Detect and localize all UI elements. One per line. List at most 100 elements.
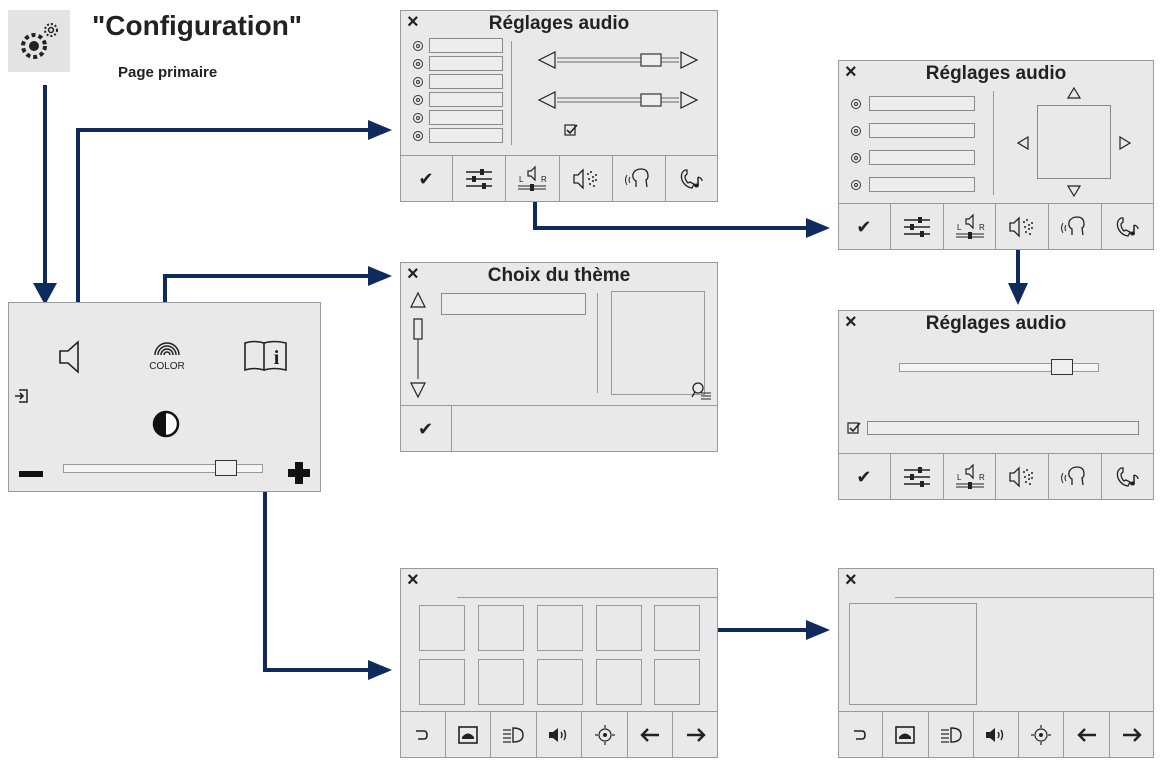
back-icon xyxy=(854,730,866,740)
arrow-left-icon[interactable] xyxy=(1017,136,1029,150)
headlight-button[interactable] xyxy=(491,712,537,758)
confirm-button[interactable]: ✔ xyxy=(838,454,891,500)
voice-button[interactable] xyxy=(1049,454,1103,500)
color-button[interactable]: COLOR xyxy=(137,333,197,373)
balance-button[interactable]: L R xyxy=(944,454,997,500)
slider-thumb[interactable] xyxy=(1051,359,1073,375)
option-field[interactable] xyxy=(869,177,975,192)
confirm-button[interactable]: ✔ xyxy=(838,204,891,250)
slider-thumb[interactable] xyxy=(215,460,237,476)
radio-button[interactable] xyxy=(413,41,423,51)
option-field[interactable] xyxy=(869,123,975,138)
arrow-down-icon[interactable] xyxy=(1067,185,1081,197)
arrow-right-icon[interactable] xyxy=(1119,136,1131,150)
book-info-icon[interactable]: i xyxy=(242,339,290,373)
dashboard-button[interactable] xyxy=(883,712,929,758)
ringtone-button[interactable] xyxy=(1102,454,1154,500)
settings-button[interactable] xyxy=(582,712,628,758)
horizontal-slider-2[interactable] xyxy=(537,89,699,111)
radio-button[interactable] xyxy=(851,99,861,109)
radio-button[interactable] xyxy=(413,77,423,87)
close-icon[interactable]: × xyxy=(407,569,419,591)
option-field[interactable] xyxy=(867,421,1139,435)
theme-scroller[interactable] xyxy=(409,291,427,401)
panel-title: Réglages audio xyxy=(925,313,1067,334)
headlight-button[interactable] xyxy=(929,712,974,758)
radio-button[interactable] xyxy=(851,126,861,136)
option-field[interactable] xyxy=(429,74,503,89)
grid-tile[interactable] xyxy=(596,605,642,651)
voice-button[interactable] xyxy=(613,156,666,202)
speaker-icon[interactable] xyxy=(56,339,88,375)
equalizer-button[interactable] xyxy=(891,204,944,250)
grid-tile[interactable] xyxy=(654,659,700,705)
surround-button[interactable] xyxy=(996,204,1050,250)
dashboard-icon xyxy=(458,726,478,744)
surround-button[interactable] xyxy=(560,156,613,202)
arrow-balance-to-audio2 xyxy=(533,195,810,230)
radio-button[interactable] xyxy=(413,113,423,123)
grid-tile[interactable] xyxy=(478,605,524,651)
radio-button[interactable] xyxy=(851,153,861,163)
fader-balance-pad[interactable] xyxy=(1037,105,1111,179)
svg-text:i: i xyxy=(274,347,280,369)
back-button[interactable] xyxy=(400,712,446,758)
volume-button[interactable] xyxy=(537,712,583,758)
balance-button[interactable]: L R xyxy=(944,204,997,250)
close-icon[interactable]: × xyxy=(407,11,419,33)
grid-tile[interactable] xyxy=(419,605,465,651)
confirm-button[interactable]: ✔ xyxy=(400,156,454,202)
plus-icon[interactable] xyxy=(286,460,312,486)
next-button[interactable] xyxy=(673,712,718,758)
grid-tile[interactable] xyxy=(537,659,583,705)
horizontal-slider-1[interactable] xyxy=(537,49,699,71)
next-button[interactable] xyxy=(1110,712,1154,758)
exit-icon[interactable] xyxy=(13,387,31,405)
ringtone-button[interactable] xyxy=(1102,204,1154,250)
radio-button[interactable] xyxy=(413,131,423,141)
grid-tile[interactable] xyxy=(654,605,700,651)
minus-icon[interactable] xyxy=(19,471,43,477)
option-field[interactable] xyxy=(429,128,503,143)
grid-tile[interactable] xyxy=(537,605,583,651)
back-icon xyxy=(416,730,429,740)
info-detail-panel: × xyxy=(838,568,1154,758)
close-icon[interactable]: × xyxy=(407,263,419,285)
level-slider[interactable] xyxy=(899,359,1099,375)
option-field[interactable] xyxy=(429,110,503,125)
radio-button[interactable] xyxy=(851,180,861,190)
voice-button[interactable] xyxy=(1049,204,1103,250)
radio-button[interactable] xyxy=(413,95,423,105)
ringtone-button[interactable] xyxy=(666,156,718,202)
surround-button[interactable] xyxy=(996,454,1050,500)
close-icon[interactable]: × xyxy=(845,569,857,591)
brightness-slider[interactable] xyxy=(63,460,263,476)
checkbox[interactable] xyxy=(847,421,861,435)
equalizer-button[interactable] xyxy=(453,156,507,202)
grid-tile[interactable] xyxy=(596,659,642,705)
settings-button[interactable] xyxy=(1019,712,1065,758)
radio-button[interactable] xyxy=(413,59,423,69)
zoom-list-icon[interactable] xyxy=(691,381,713,403)
previous-button[interactable] xyxy=(628,712,674,758)
grid-tile[interactable] xyxy=(478,659,524,705)
close-icon[interactable]: × xyxy=(845,311,857,333)
dashboard-button[interactable] xyxy=(446,712,492,758)
confirm-button[interactable]: ✔ xyxy=(400,406,452,452)
equalizer-button[interactable] xyxy=(891,454,944,500)
option-field[interactable] xyxy=(429,38,503,53)
option-field[interactable] xyxy=(869,150,975,165)
close-icon[interactable]: × xyxy=(845,61,857,83)
option-field[interactable] xyxy=(429,92,503,107)
surround-sound-icon xyxy=(1009,466,1034,488)
option-field[interactable] xyxy=(429,56,503,71)
balance-button[interactable]: L R xyxy=(506,156,560,202)
volume-button[interactable] xyxy=(974,712,1020,758)
option-field[interactable] xyxy=(869,96,975,111)
checkbox[interactable] xyxy=(564,123,578,137)
theme-name-field[interactable] xyxy=(441,293,586,315)
back-button[interactable] xyxy=(838,712,884,758)
grid-tile[interactable] xyxy=(419,659,465,705)
arrow-up-icon[interactable] xyxy=(1067,87,1081,99)
previous-button[interactable] xyxy=(1064,712,1110,758)
